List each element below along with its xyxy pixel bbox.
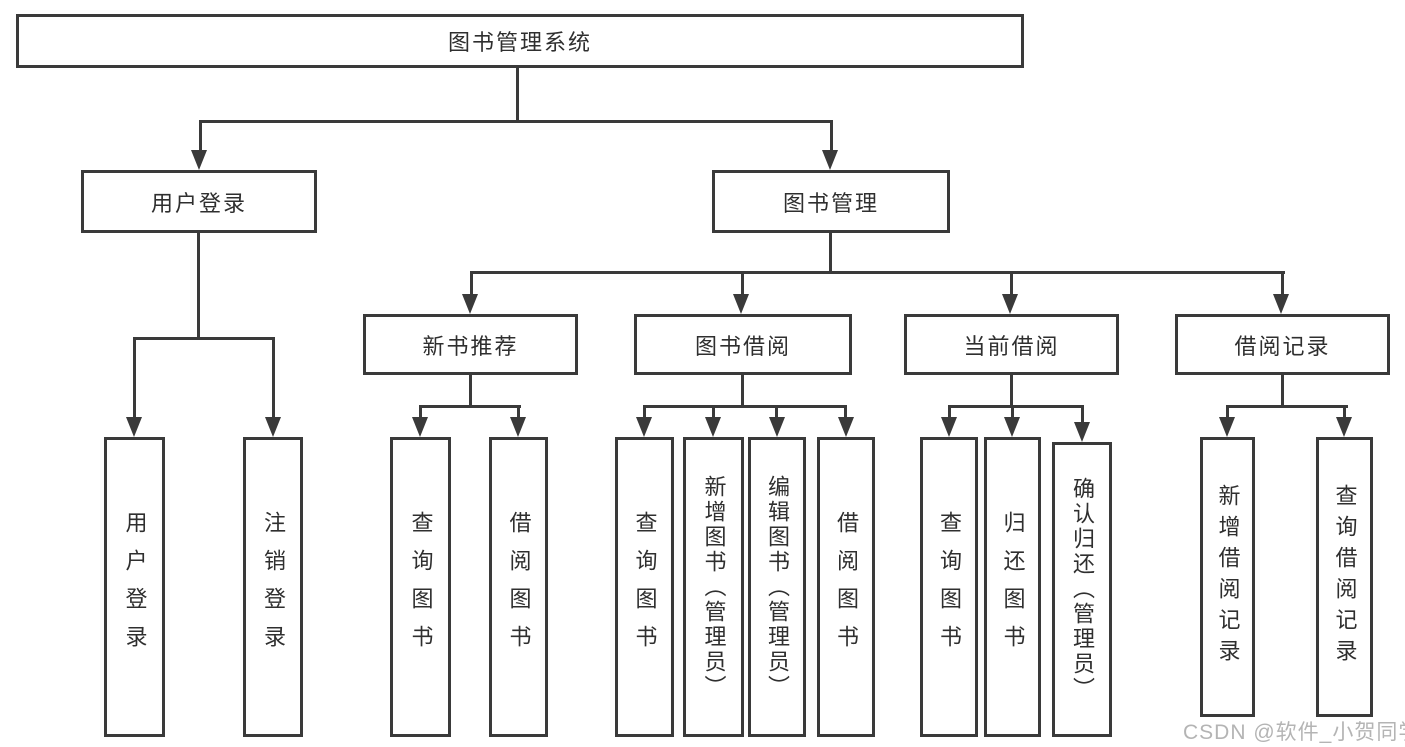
connector-line [844, 408, 847, 417]
leaf-return-books: 归还图书 [984, 437, 1041, 737]
arrow-down-icon [191, 150, 207, 170]
arrow-down-icon [412, 417, 428, 437]
connector-line [197, 233, 200, 340]
leaf-label: 查询图书 [632, 511, 658, 663]
connector-line [133, 340, 136, 417]
node-book-management: 图书管理 [712, 170, 950, 233]
connector-line [199, 123, 202, 151]
connector-line [643, 408, 646, 417]
leaf-add-book-admin: 新增图书（管理员） [683, 437, 744, 737]
arrow-down-icon [705, 417, 721, 437]
arrow-down-icon [636, 417, 652, 437]
node-user-login: 用户登录 [81, 170, 317, 233]
leaf-label: 查询图书 [408, 511, 434, 663]
leaf-label: 确认归还（管理员） [1070, 477, 1095, 702]
arrow-down-icon [769, 417, 785, 437]
connector-line [1010, 375, 1013, 408]
leaf-label: 借阅图书 [834, 511, 859, 663]
connector-line [643, 405, 847, 408]
connector-line [516, 68, 519, 121]
leaf-label: 用户登录 [122, 511, 148, 663]
leaf-query-books-current: 查询图书 [920, 437, 978, 737]
connector-line [741, 274, 744, 294]
arrow-down-icon [838, 417, 854, 437]
arrow-down-icon [510, 417, 526, 437]
connector-line [1281, 375, 1284, 408]
leaf-label: 查询图书 [937, 511, 962, 663]
node-new-book-recommend: 新书推荐 [363, 314, 578, 375]
leaf-add-borrow-record: 新增借阅记录 [1200, 437, 1255, 717]
leaf-label: 归还图书 [1000, 511, 1026, 663]
connector-line [469, 375, 472, 408]
leaf-user-login: 用户登录 [104, 437, 165, 737]
connector-line [419, 405, 521, 408]
leaf-borrow-books-recommend: 借阅图书 [489, 437, 548, 737]
connector-line [829, 233, 832, 274]
arrow-down-icon [1273, 294, 1289, 314]
arrow-down-icon [733, 294, 749, 314]
connector-line [470, 274, 473, 294]
connector-line [1011, 408, 1014, 417]
connector-line [741, 375, 744, 408]
arrow-down-icon [822, 150, 838, 170]
node-book-borrow: 图书借阅 [634, 314, 852, 375]
node-root-system: 图书管理系统 [16, 14, 1024, 68]
arrow-down-icon [126, 417, 142, 437]
arrow-down-icon [1336, 417, 1352, 437]
arrow-down-icon [265, 417, 281, 437]
connector-line [1226, 408, 1229, 417]
arrow-down-icon [1219, 417, 1235, 437]
leaf-confirm-return-admin: 确认归还（管理员） [1052, 442, 1112, 737]
leaf-label: 编辑图书（管理员） [765, 474, 790, 700]
leaf-query-borrow-record: 查询借阅记录 [1316, 437, 1373, 717]
connector-line [517, 408, 520, 417]
connector-line [1343, 408, 1346, 417]
csdn-watermark: CSDN @软件_小贺同学 [1183, 721, 1405, 744]
leaf-query-books-borrow: 查询图书 [615, 437, 674, 737]
connector-line [1081, 408, 1084, 422]
arrow-down-icon [1002, 294, 1018, 314]
connector-line [133, 337, 275, 340]
leaf-label: 注销登录 [261, 511, 286, 663]
connector-line [1226, 405, 1348, 408]
leaf-borrow-books: 借阅图书 [817, 437, 875, 737]
arrow-down-icon [941, 417, 957, 437]
connector-line [830, 123, 833, 151]
leaf-label: 新增借阅记录 [1215, 484, 1241, 670]
node-borrow-records: 借阅记录 [1175, 314, 1390, 375]
connector-line [419, 408, 422, 417]
leaf-logout: 注销登录 [243, 437, 303, 737]
leaf-label: 查询借阅记录 [1332, 484, 1358, 670]
leaf-label: 借阅图书 [506, 511, 532, 663]
arrow-down-icon [1074, 422, 1090, 442]
connector-line [1281, 274, 1284, 294]
leaf-label: 新增图书（管理员） [701, 474, 727, 700]
leaf-edit-book-admin: 编辑图书（管理员） [748, 437, 806, 737]
connector-line [775, 408, 778, 417]
arrow-down-icon [462, 294, 478, 314]
node-current-borrow: 当前借阅 [904, 314, 1119, 375]
connector-line [712, 408, 715, 417]
connector-line [948, 405, 1084, 408]
connector-line [199, 120, 833, 123]
connector-line [1010, 274, 1013, 294]
connector-line [272, 340, 275, 417]
arrow-down-icon [1004, 417, 1020, 437]
leaf-query-books-recommend: 查询图书 [390, 437, 451, 737]
connector-line [948, 408, 951, 417]
connector-line [470, 271, 1285, 274]
